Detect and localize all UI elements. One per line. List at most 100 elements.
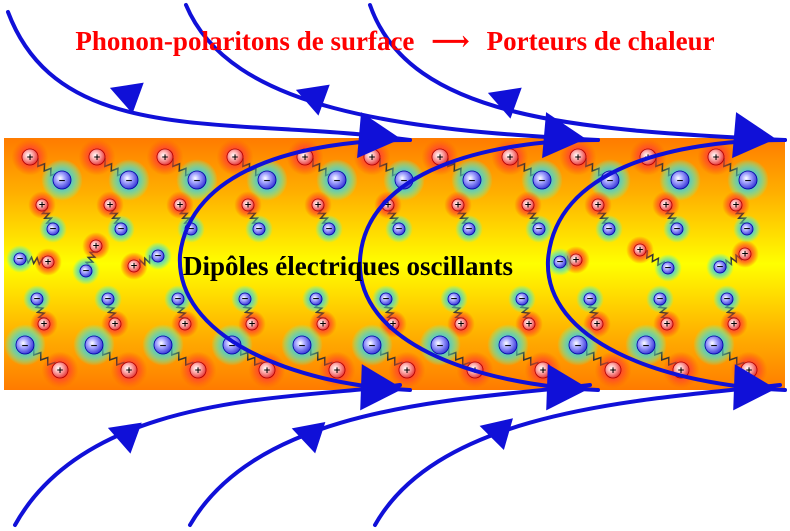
negative-sign: −	[395, 224, 403, 234]
positive-sign: +	[712, 153, 720, 163]
positive-sign: +	[539, 366, 547, 376]
dipole: −+−+	[713, 285, 748, 338]
negative-sign: −	[710, 341, 718, 351]
positive-sign: +	[248, 319, 256, 329]
title-right: Porteurs de chaleur	[487, 26, 715, 56]
positive-sign: +	[506, 153, 514, 163]
negative-ion-icon: −	[663, 215, 691, 243]
positive-sign: +	[301, 153, 309, 163]
dipole: −+−+	[120, 242, 172, 280]
negative-ion-icon: −	[316, 159, 358, 201]
positive-ion-icon: +	[374, 191, 402, 219]
field-line	[357, 138, 600, 392]
field-line	[184, 3, 600, 142]
negative-ion-icon: −	[546, 248, 574, 276]
positive-sign: +	[730, 319, 738, 329]
negative-ion-icon: −	[41, 159, 83, 201]
negative-sign: −	[82, 266, 90, 276]
dipole: −+−+	[23, 285, 58, 338]
positive-sign: +	[732, 200, 740, 210]
positive-sign: +	[384, 200, 392, 210]
positive-sign: +	[38, 200, 46, 210]
negative-ion-icon: −	[625, 324, 667, 366]
negative-ion-icon: −	[595, 215, 623, 243]
positive-sign: +	[93, 153, 101, 163]
dipole: +−+−	[444, 191, 483, 243]
negative-sign: −	[21, 341, 29, 351]
positive-ion-icon: +	[96, 191, 124, 219]
negative-sign: −	[325, 224, 333, 234]
positive-ion-icon: +	[34, 248, 62, 276]
dipole: −+−+	[281, 324, 356, 389]
positive-sign: +	[111, 319, 119, 329]
negative-sign: −	[574, 341, 582, 351]
positive-ion-icon: +	[41, 351, 79, 389]
positive-sign: +	[436, 153, 444, 163]
dipole: −+−+	[4, 324, 79, 389]
negative-sign: −	[450, 294, 458, 304]
positive-sign: +	[594, 200, 602, 210]
negative-sign: −	[642, 341, 650, 351]
negative-sign: −	[504, 341, 512, 351]
negative-ion-icon: −	[302, 285, 330, 313]
positive-sign: +	[106, 200, 114, 210]
dipole: +−+−	[72, 232, 110, 285]
positive-sign: +	[176, 200, 184, 210]
positive-sign: +	[314, 200, 322, 210]
dipole: +−+−	[146, 138, 218, 201]
negative-sign: −	[676, 176, 684, 186]
dipole: +−+−	[546, 246, 590, 276]
dipole: −+−+	[646, 285, 681, 338]
positive-sign: +	[231, 153, 239, 163]
arrowhead-icon	[542, 112, 586, 159]
negative-sign: −	[333, 176, 341, 186]
dipole: −+−+	[73, 324, 148, 389]
negative-sign: −	[468, 176, 476, 186]
negative-sign: −	[664, 263, 672, 273]
positive-sign: +	[194, 366, 202, 376]
positive-ion-icon: +	[234, 191, 262, 219]
dipole: +−+−	[286, 138, 358, 201]
negative-ion-icon: −	[727, 159, 769, 201]
dipole: +−+−	[216, 138, 288, 201]
dipole: −+−+	[6, 245, 62, 276]
dipole: +−+−	[626, 236, 682, 282]
negative-sign: −	[606, 176, 614, 186]
positive-sign: +	[263, 366, 271, 376]
positive-ion-icon: +	[559, 138, 597, 176]
positive-sign: +	[244, 200, 252, 210]
positive-ion-icon: +	[286, 138, 324, 176]
negative-sign: −	[125, 176, 133, 186]
positive-sign: +	[572, 255, 580, 265]
negative-sign: −	[673, 224, 681, 234]
negative-sign: −	[154, 251, 162, 261]
positive-sign: +	[44, 257, 52, 267]
title-left: Phonon-polaritons de surface	[75, 26, 414, 56]
positive-ion-icon: +	[662, 351, 700, 389]
positive-sign: +	[662, 200, 670, 210]
positive-sign: +	[56, 366, 64, 376]
negative-sign: −	[723, 294, 731, 304]
negative-sign: −	[586, 294, 594, 304]
negative-sign: −	[49, 224, 57, 234]
negative-ion-icon: −	[39, 215, 67, 243]
dipole: −+−+	[576, 285, 611, 338]
negative-ion-icon: −	[557, 324, 599, 366]
negative-ion-icon: −	[455, 215, 483, 243]
positive-ion-icon: +	[179, 351, 217, 389]
positive-ion-icon: +	[731, 240, 759, 268]
positive-ion-icon: +	[146, 138, 184, 176]
positive-sign: +	[389, 319, 397, 329]
negative-ion-icon: −	[315, 215, 343, 243]
positive-ion-icon: +	[11, 138, 49, 176]
negative-sign: −	[90, 341, 98, 351]
negative-ion-icon: −	[654, 254, 682, 282]
positive-sign: +	[92, 241, 100, 251]
positive-ion-icon: +	[110, 351, 148, 389]
negative-sign: −	[58, 176, 66, 186]
negative-ion-icon: −	[231, 285, 259, 313]
positive-ion-icon: +	[78, 138, 116, 176]
negative-sign: −	[263, 176, 271, 186]
arrowhead-icon	[109, 82, 144, 114]
negative-sign: −	[228, 341, 236, 351]
